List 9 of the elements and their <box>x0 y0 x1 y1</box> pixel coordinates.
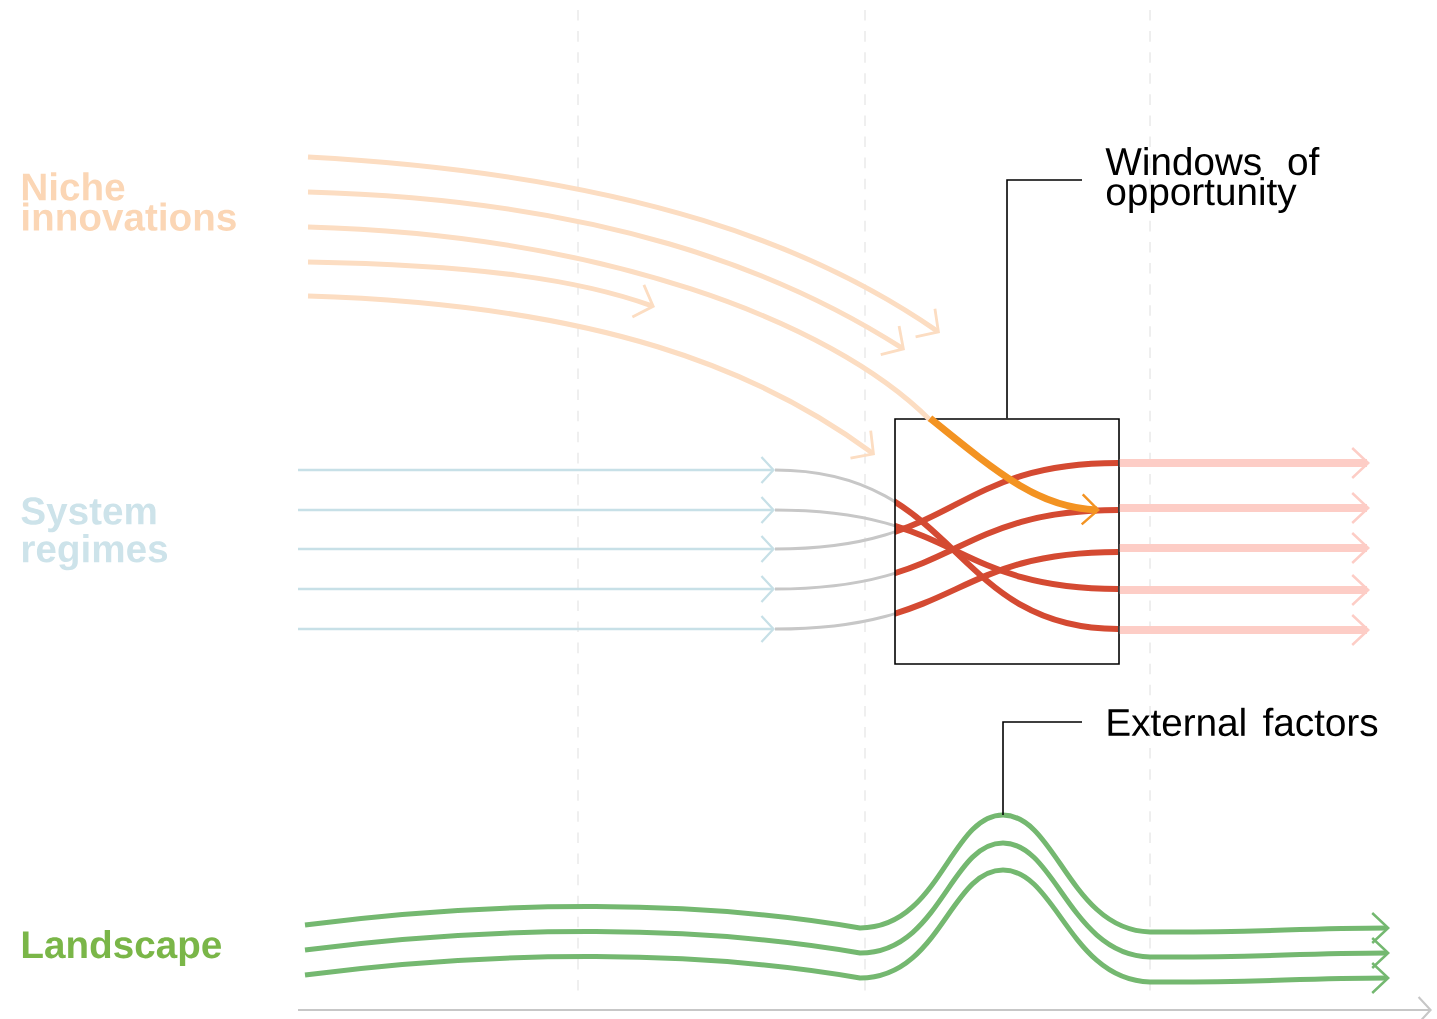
leader-line <box>1002 721 1083 816</box>
callout-label: Windows of opportunity <box>1105 146 1320 214</box>
level-label: Landscape <box>22 929 221 966</box>
landscape-wave <box>304 812 1390 944</box>
leader-line <box>1006 179 1083 419</box>
level-label: Niche innovations <box>22 172 236 231</box>
window-box <box>894 418 1120 665</box>
arrow <box>1080 493 1100 526</box>
callout-label: External factors <box>1108 707 1378 737</box>
